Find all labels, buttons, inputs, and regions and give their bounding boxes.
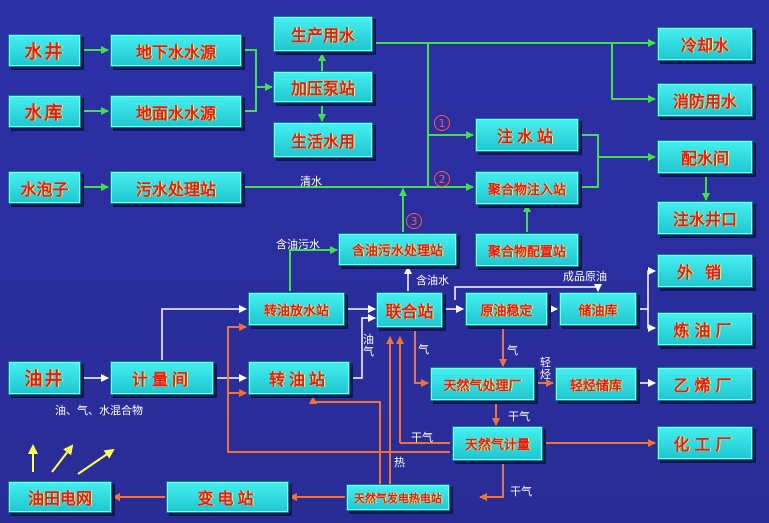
node-hanyou: 含油污水处理站 [338, 233, 457, 266]
edge-jl-jiliang [227, 323, 450, 453]
label-qi1: 气 [418, 343, 429, 356]
label-chengpin: 成品原油 [563, 270, 607, 283]
node-youjing: 油井 [8, 361, 81, 395]
edge-lianhe-tianranqicl [414, 327, 429, 387]
edge-chuyou-lianyou [647, 309, 656, 332]
node-jiaya: 加压泵站 [273, 71, 373, 103]
node-peishui: 配水间 [657, 140, 753, 174]
node-dimian: 地面水水源 [110, 95, 242, 128]
edge-zhuanyoufs-hanyou [289, 246, 338, 291]
edge-fadian-zhuanyou [309, 396, 381, 485]
node-shuiku: 水库 [8, 95, 81, 128]
node-lianyou: 炼油厂 [657, 312, 753, 346]
label-qingting: 轻烃 [540, 356, 551, 381]
label-ganqi2: 干气 [411, 431, 433, 444]
node-wushui: 污水处理站 [110, 171, 242, 204]
label-hanyoushui: 含油水 [416, 274, 449, 287]
edge-jiliang-fadian-arrow [479, 485, 504, 501]
marker-2: 2 [434, 171, 450, 187]
node-zhushui: 注水站 [475, 118, 579, 152]
label-hunhe: 油、气、水混合物 [55, 404, 143, 417]
node-zhuanyoufs: 转油放水站 [248, 292, 345, 326]
label-re: 热 [394, 456, 405, 469]
edge-dixia-jiaya [242, 49, 273, 91]
node-shengchan: 生产用水 [273, 16, 373, 52]
node-shuijing: 水井 [8, 34, 81, 67]
node-xiaofang: 消防用水 [657, 83, 753, 117]
edge-to-xiaofang [611, 43, 656, 103]
node-qingting: 轻烃储库 [555, 367, 637, 401]
edge-juhewu-peishui [578, 157, 599, 188]
label-ganqi1: 干气 [508, 410, 530, 423]
marker-3: 3 [406, 213, 422, 229]
label-hanyouwushui: 含油污水 [276, 238, 320, 251]
node-lianhe: 联合站 [376, 292, 443, 328]
label-ganqi3: 干气 [510, 485, 532, 498]
edge-zhushui-peishui [580, 134, 656, 161]
node-jiliang: 计量间 [110, 361, 214, 395]
power-arrow-3 [77, 448, 115, 475]
node-huagong: 化工厂 [657, 426, 753, 460]
node-zhuanyou: 转油站 [248, 361, 350, 395]
edge-chuyou-waixiao [637, 267, 656, 310]
node-shenghuo: 生活水用 [273, 122, 373, 158]
edge-zhuanyou-lianhe [350, 314, 376, 379]
node-tianranqijl: 天然气计量 [452, 426, 543, 461]
edge-lianhe-chuyou [454, 284, 602, 300]
label-youqi: 油气 [363, 333, 374, 358]
node-fadian: 天然气发电热电站 [346, 484, 450, 511]
node-lengque: 冷却水 [657, 27, 753, 61]
edge-dimian-jiaya [242, 87, 257, 112]
node-shuipaozi: 水泡子 [8, 171, 81, 204]
node-chuyou: 储油库 [559, 292, 637, 326]
node-juhewu: 聚合物注入站 [475, 171, 579, 205]
edge-jiliang-zhuanyoufs [161, 305, 247, 360]
node-yixi: 乙烯厂 [657, 367, 753, 401]
label-qi2: 气 [507, 344, 518, 357]
node-waixiao: 外销 [657, 254, 753, 288]
node-biandian: 变电站 [166, 481, 289, 513]
node-juhewupz: 聚合物配置站 [475, 233, 579, 267]
node-zhushuijk: 注水井口 [657, 201, 753, 235]
node-dixia: 地下水水源 [110, 34, 242, 67]
marker-1: 1 [434, 115, 450, 131]
power-arrow-2 [51, 444, 74, 473]
node-yuanyou: 原油稳定 [465, 292, 548, 326]
node-tianranqicl: 天然气处理厂 [430, 367, 535, 401]
node-diangwang: 油田电网 [8, 481, 112, 513]
label-qingshui: 清水 [300, 175, 322, 188]
